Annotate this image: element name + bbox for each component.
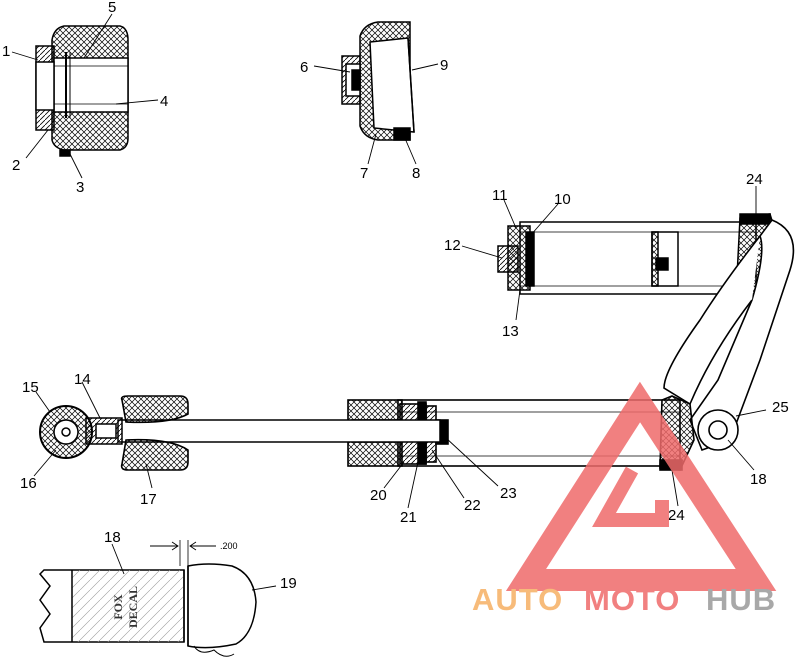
callout-9: 9	[440, 57, 448, 74]
callout-3: 3	[76, 179, 84, 196]
callout-21: 21	[400, 509, 417, 526]
callout-5: 5	[108, 0, 116, 16]
callout-25: 25	[772, 399, 789, 416]
decal-text-1: FOX	[111, 594, 125, 620]
piston-rod	[117, 419, 441, 443]
callout-13: 13	[502, 323, 519, 340]
rod-eye	[39, 405, 123, 459]
callout-2: 2	[12, 157, 20, 174]
reservoir	[497, 213, 777, 301]
watermark-hub: HUB	[706, 582, 776, 617]
callout-18-decal: 18	[104, 529, 121, 546]
callout-22: 22	[464, 497, 481, 514]
callout-6: 6	[300, 59, 308, 76]
callout-12: 12	[444, 237, 461, 254]
callout-7: 7	[360, 165, 368, 182]
callout-17: 17	[140, 491, 157, 508]
callout-24-reservoir: 24	[746, 171, 763, 188]
callout-11: 11	[492, 187, 508, 204]
watermark-logo: AUTO MOTO HUB	[472, 381, 777, 617]
callout-18-eye: 18	[750, 471, 767, 488]
cap-detail	[341, 21, 415, 141]
callout-20: 20	[370, 487, 387, 504]
bumper	[120, 395, 189, 471]
callout-23: 23	[500, 485, 517, 502]
leader-lines	[11, 13, 767, 591]
decal-text-2: DECAL	[126, 586, 140, 628]
callout-1: 1	[2, 43, 10, 60]
link-arm	[663, 219, 795, 452]
callout-8: 8	[412, 165, 420, 182]
callout-24-cylinder: 24	[668, 507, 685, 524]
callout-14: 14	[74, 371, 91, 388]
watermark-auto: AUTO	[472, 582, 563, 617]
watermark-moto: MOTO	[584, 582, 680, 617]
callout-4: 4	[160, 93, 168, 110]
dimension-label: .200	[220, 541, 238, 551]
callout-10: 10	[554, 191, 571, 208]
decal-detail	[38, 540, 257, 657]
callout-15: 15	[22, 379, 39, 396]
callout-labels: 1 2 3 4 5 6 7 8 9 10 11 12 13 14 15 16 1…	[2, 0, 789, 592]
callout-16: 16	[20, 475, 37, 492]
callout-19: 19	[280, 575, 297, 592]
bushing-detail	[35, 25, 129, 157]
